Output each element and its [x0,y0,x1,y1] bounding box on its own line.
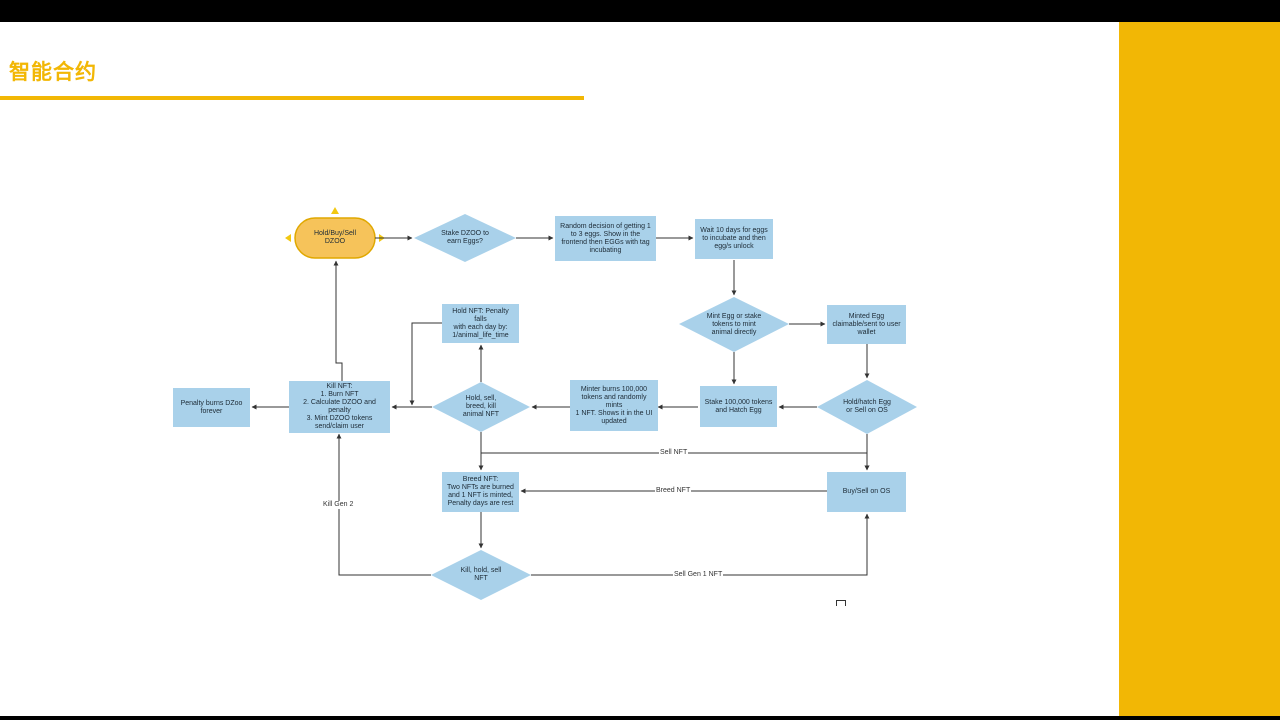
accent-side-bar [1119,22,1280,716]
node-penalty-burns: Penalty burns DZoo forever [173,388,250,427]
flowchart-graphics [251,207,917,600]
diamond-hold-sell-breed [432,382,530,432]
edge-label-sell-nft: Sell NFT [659,449,689,457]
slide: 智能合约 [0,22,1280,716]
node-kill-nft: Kill NFT: 1. Burn NFT 2. Calculate DZOO … [289,381,390,433]
node-wait-10-days: Wait 10 days for eggs to incubate and th… [695,219,773,259]
node-hold-nft-penalty: Hold NFT: Penalty falls with each day by… [442,304,519,343]
diamond-kill-hold-sell [431,550,531,600]
flowchart: Hold/Buy/Sell DZOO Stake DZOO to earn Eg… [170,182,922,607]
edge-label-breed-nft: Breed NFT [655,487,692,495]
node-buy-sell-os: Buy/Sell on OS [827,472,906,512]
title-underline [0,96,584,100]
node-kill-hold-sell: Kill, hold, sell NFT [460,567,502,582]
node-hold-sell-breed-kill: Hold, sell, breed, kill animal NFT [462,395,500,418]
node-hold-hatch-egg: Hold/hatch Egg or Sell on OS [843,399,891,414]
edge-label-kill-gen2: Kill Gen 2 [322,501,355,509]
node-stake-100000: Stake 100,000 tokens and Hatch Egg [700,386,777,427]
node-stake-dzoo: Stake DZOO to earn Eggs? [441,230,489,245]
handle-top-icon [331,207,339,214]
node-mint-egg-or-stake: Mint Egg or stake tokens to mint animal … [706,313,762,336]
handle-left-icon [285,234,291,242]
edge-label-sell-gen1: Sell Gen 1 NFT [673,571,724,579]
diamond-hold-hatch [817,380,917,434]
node-hold-buy-sell: Hold/Buy/Sell DZOO [313,230,357,245]
corner-marker [836,600,846,606]
node-random-decision: Random decision of getting 1 to 3 eggs. … [555,216,656,261]
node-minted-egg: Minted Egg claimable/sent to user wallet [827,305,906,344]
slide-title: 智能合约 [9,60,97,84]
node-minter-burns: Minter burns 100,000 tokens and randomly… [570,380,658,431]
node-breed-nft: Breed NFT: Two NFTs are burned and 1 NFT… [442,472,519,512]
diamond-mint-egg [679,297,789,352]
diamond-stake-dzoo [414,214,516,262]
